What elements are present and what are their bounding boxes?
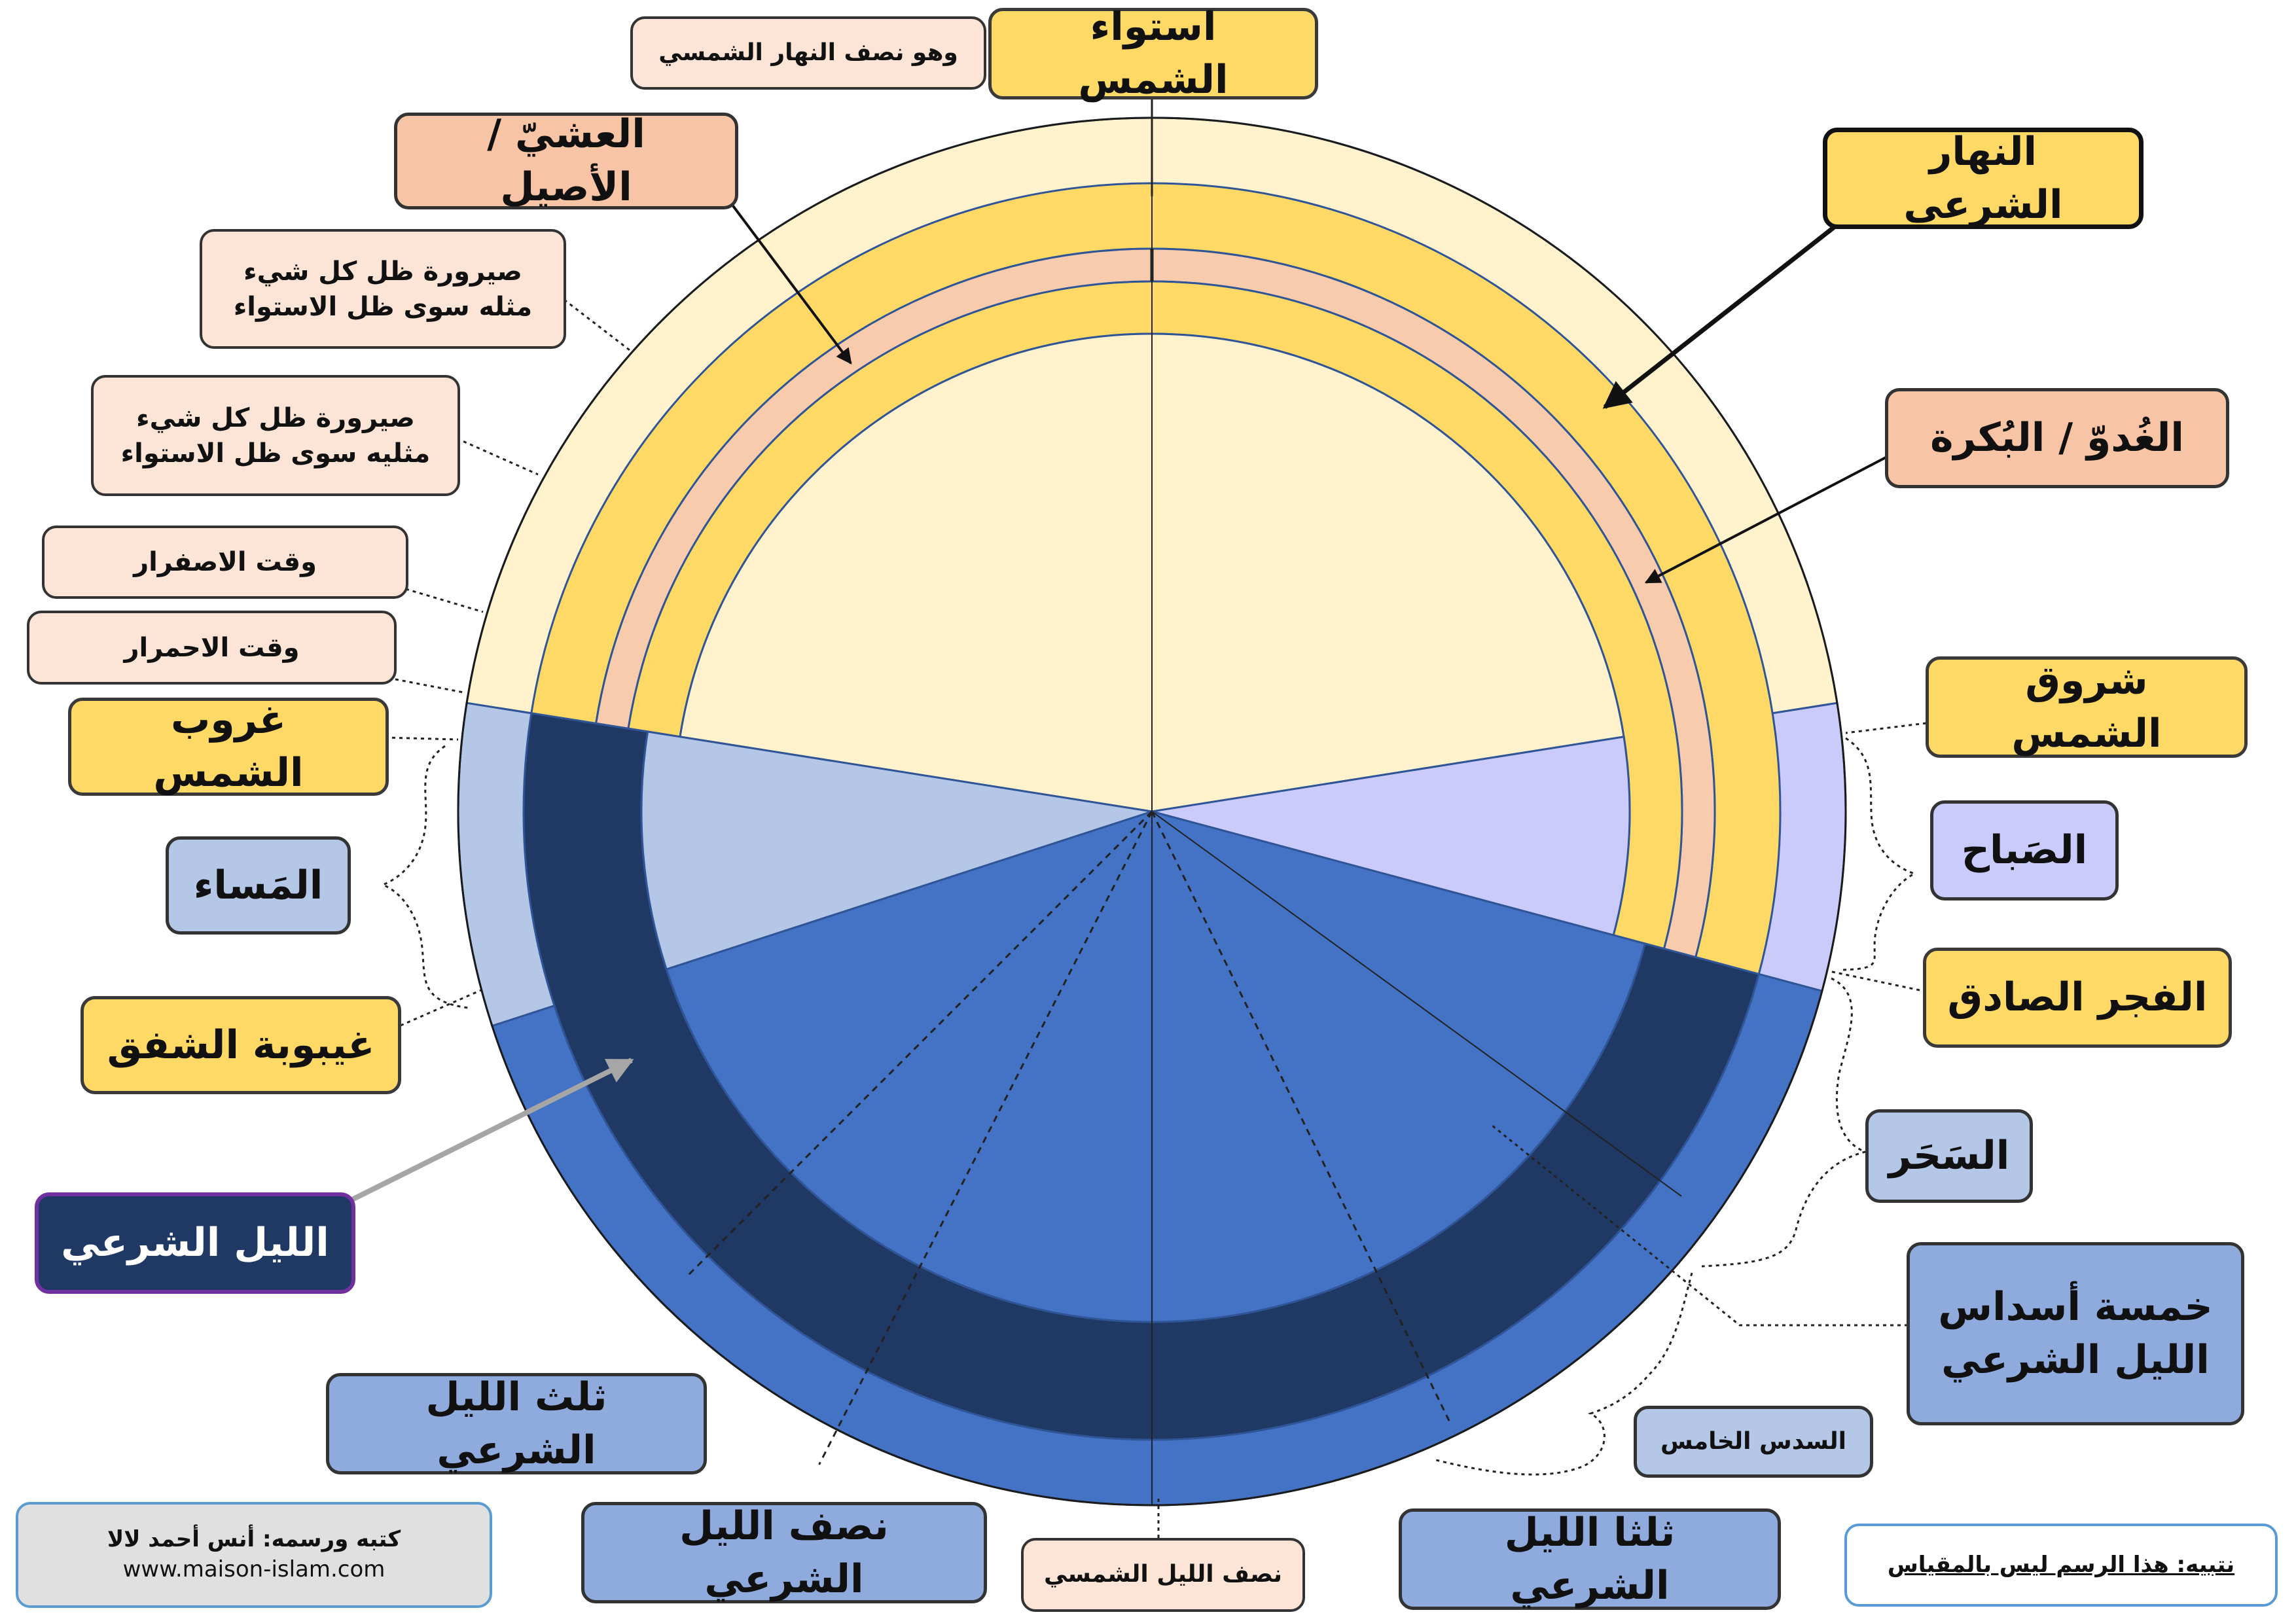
- half-night-label: نصف الليل الشرعي: [581, 1502, 987, 1603]
- afternoon-arrow: [730, 203, 852, 365]
- evening-brace: [380, 745, 469, 1009]
- reddening-connector: [395, 678, 464, 694]
- zenith-label: استواء الشمس: [988, 4, 1318, 103]
- yellowing-connector: [405, 588, 484, 613]
- forenoon-arrow: [1644, 455, 1889, 584]
- sunrise-label: شروق الشمس: [1926, 656, 2248, 758]
- five-sixths-label: خمسة أسداس الليل الشرعي: [1907, 1242, 2244, 1425]
- fifth-sixth-brace: [1433, 1272, 1693, 1476]
- credit-website: www.maison-islam.com: [122, 1556, 386, 1582]
- five-sixths-radial: [1151, 811, 1682, 1197]
- predawn-brace: [1701, 977, 1869, 1268]
- afternoon-label: العشيّ / الأصيل: [394, 111, 738, 210]
- twilight-connector: [400, 989, 482, 1027]
- fifth-sixth-label: السدس الخامس: [1634, 1406, 1873, 1478]
- reddening-label: وقت الاحمرار: [27, 611, 397, 685]
- third-night-label: ثلث الليل الشرعي: [326, 1373, 707, 1474]
- inner-morning-sector: [1151, 736, 1631, 936]
- credit-author: كتبه ورسمه: أنس أحمد لالا: [107, 1526, 401, 1553]
- solar-midnight-label: نصف الليل الشمسي: [1021, 1538, 1305, 1612]
- scale-note-text: نتبيه: هذا الرسم ليس بالمقياس: [1887, 1551, 2235, 1578]
- label-connectors: [351, 98, 1927, 1541]
- shari-night-arrow: [351, 1058, 634, 1202]
- zenith-note: وهو نصف النهار الشمسي: [630, 16, 986, 90]
- inner-sectors: [640, 332, 1647, 1323]
- five-sixths-connector: [1492, 1124, 1908, 1327]
- predawn-label: السَحَر: [1865, 1109, 2033, 1203]
- forenoon-label: الغُدوّ / البُكرة: [1885, 388, 2229, 488]
- sunset-connector: [384, 736, 459, 741]
- scale-note: نتبيه: هذا الرسم ليس بالمقياس: [1844, 1524, 2278, 1607]
- sunrise-connector: [1845, 722, 1927, 734]
- shadow-two-connector: [456, 437, 539, 476]
- credit-box: كتبه ورسمه: أنس أحمد لالا www.maison-isl…: [16, 1502, 492, 1608]
- inner-evening-sector: [640, 730, 1153, 971]
- shari-night-label: الليل الشرعي: [35, 1192, 355, 1294]
- true-dawn-label: الفجر الصادق: [1923, 948, 2232, 1048]
- yellowing-label: وقت الاصفرار: [42, 526, 408, 599]
- half-night-radial: [818, 811, 1153, 1465]
- dawn-connector: [1825, 969, 1920, 991]
- shari-day-label: النهار الشرعي: [1823, 128, 2144, 229]
- shadow-two-label: صيرورة ظل كل شيء مثليه سوى ظل الاستواء: [91, 375, 460, 496]
- radial-lines: [688, 118, 1682, 1505]
- morning-label: الصَباح: [1930, 800, 2119, 901]
- two-thirds-night-label: ثلثا الليل الشرعي: [1399, 1508, 1781, 1610]
- inner-night-sector: [665, 810, 1647, 1323]
- shadow-one-label: صيرورة ظل كل شيء مثله سوى ظل الاستواء: [200, 229, 566, 349]
- twilight-end-label: غيبوبة الشفق: [81, 996, 401, 1094]
- evening-label: المَساء: [166, 836, 351, 935]
- two-thirds-night-radial: [1151, 811, 1452, 1424]
- third-night-radial: [688, 810, 1153, 1275]
- morning-brace: [1842, 737, 1917, 971]
- sunset-label: غروب الشمس: [68, 697, 389, 796]
- shari-day-arrow: [1602, 224, 1838, 409]
- shadow-one-connector: [564, 298, 630, 351]
